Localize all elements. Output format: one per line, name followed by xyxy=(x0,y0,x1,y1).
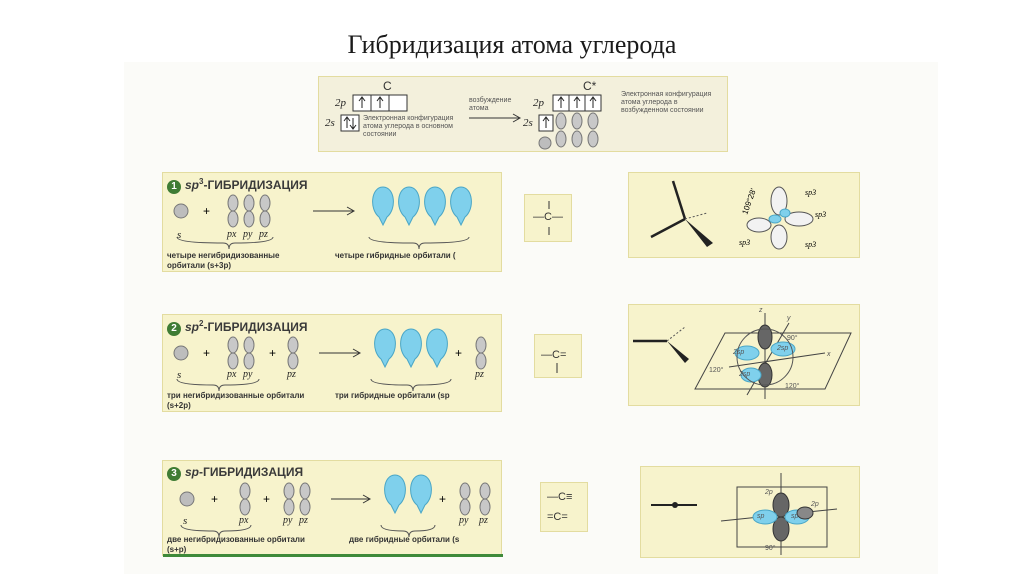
sp-panel-bottom-bar xyxy=(163,554,503,557)
sp2-lobe-label-3: 2sp xyxy=(739,371,751,378)
orb-2p-excited-label: 2p xyxy=(533,97,544,109)
svg-text:+: + xyxy=(211,492,218,506)
svg-text:+: + xyxy=(203,204,210,218)
sp3-head-rest: -ГИБРИДИЗАЦИЯ xyxy=(203,178,308,192)
sp-formula-box: —C≡ =C= xyxy=(540,482,588,532)
sp2-orbitals: + + + xyxy=(173,328,487,392)
electron-config-panel: C 2p 2s Электронная конфигурация атома у… xyxy=(318,76,728,152)
sp-head-italic: sp xyxy=(185,465,200,479)
sp-left-note: две негибридизованные орбитали (s+p) xyxy=(167,535,305,554)
sp3-tetrahedron: sp3 sp3 sp3 sp3 109°28' xyxy=(650,180,826,250)
orb-2p-label: 2p xyxy=(335,97,346,109)
sp-geometry-panel: 2p 2p sp sp 90° xyxy=(640,466,860,558)
sp2-lobe-label-2: 2sp xyxy=(777,345,789,352)
c-ground-label: C xyxy=(383,79,392,93)
sp2-px-label: px xyxy=(227,369,237,380)
svg-text:+: + xyxy=(269,346,276,360)
sp-angle: 90° xyxy=(765,545,776,552)
excite-arrow xyxy=(469,113,522,123)
sp3-formula-bonds xyxy=(548,201,550,235)
sp2-pz2-label: pz xyxy=(475,369,484,380)
sp-pz2-label: pz xyxy=(479,515,488,526)
sp2-s-label: s xyxy=(177,369,182,381)
svg-text:sp3: sp3 xyxy=(815,210,826,219)
sp-head-rest: -ГИБРИДИЗАЦИЯ xyxy=(199,465,304,479)
sp-number: 3 xyxy=(167,467,181,481)
svg-text:sp3: sp3 xyxy=(739,238,750,247)
sp2-right-note: три гибридные орбитали (sp xyxy=(335,391,450,400)
sp-pz-label: pz xyxy=(299,515,308,526)
sp-lobe-label-1: sp xyxy=(757,513,765,520)
sp3-head-italic: sp xyxy=(185,178,200,192)
sp-s-label: s xyxy=(183,515,188,527)
sp2-head-rest: -ГИБРИДИЗАЦИЯ xyxy=(203,320,308,334)
sp2-angle-3: 90° xyxy=(787,335,798,342)
sp2-number: 2 xyxy=(167,322,181,336)
sp3-right-note: четыре гибридные орбитали ( xyxy=(335,251,456,260)
sp2-head-italic: sp xyxy=(185,320,200,334)
ground-state-boxes xyxy=(340,94,408,132)
sp-formula-2: =C= xyxy=(547,511,568,523)
sp2-trigonal xyxy=(633,313,852,399)
sp-lobe-label-2: sp xyxy=(791,513,799,520)
sp2-py-label: py xyxy=(243,369,253,380)
excited-state-boxes xyxy=(538,94,602,150)
sp3-px-label: px xyxy=(227,229,237,240)
sp-px-label: px xyxy=(239,515,249,526)
sp-py2-label: py xyxy=(459,515,469,526)
c-excited-label: C* xyxy=(583,79,597,93)
sp3-s-label: s xyxy=(177,229,182,241)
sp2-formula-bond xyxy=(556,363,558,373)
sp2-axis-x: x xyxy=(827,351,831,358)
svg-text:+: + xyxy=(203,346,210,360)
svg-text:+: + xyxy=(455,346,462,360)
slide-title: Гибридизация атома углерода xyxy=(347,30,677,59)
sp3-orbitals: + xyxy=(173,186,472,250)
sp2-pz-label: pz xyxy=(287,369,296,380)
sp2-formula: —C= xyxy=(541,349,567,361)
svg-text:sp3: sp3 xyxy=(805,188,816,197)
sp2-formula-box: —C= xyxy=(534,334,582,378)
svg-text:+: + xyxy=(439,492,446,506)
orb-2s-label: 2s xyxy=(325,117,335,129)
sp-p-label-2: 2p xyxy=(811,501,819,508)
sp2-head-sup: 2 xyxy=(199,319,204,328)
sp2-left-note: три негибридизованные орбитали (s+2p) xyxy=(167,391,305,410)
sp3-head-sup: 3 xyxy=(199,177,204,186)
sp3-formula: —C— xyxy=(533,211,563,223)
sp-p-label-1: 2p xyxy=(765,489,773,496)
sp2-geometry-panel: z y x 120° 120° 90° 2sp 2sp 2sp xyxy=(628,304,860,406)
sp2-angle-2: 120° xyxy=(785,383,800,390)
sp-py-label: py xyxy=(283,515,293,526)
sp-linear xyxy=(651,473,838,555)
svg-text:+: + xyxy=(263,492,270,506)
sp3-geometry-panel: sp3 sp3 sp3 sp3 109°28' xyxy=(628,172,860,258)
sp3-formula-box: —C— xyxy=(524,194,572,242)
sp3-number: 1 xyxy=(167,180,181,194)
sp2-angle-1: 120° xyxy=(709,367,724,374)
sp2-axis-y: y xyxy=(787,315,791,322)
sp3-pz-label: pz xyxy=(259,229,268,240)
svg-text:109°28': 109°28' xyxy=(740,187,758,216)
sp-heading: 3 sp-ГИБРИДИЗАЦИЯ xyxy=(167,465,303,481)
sp-formula-1: —C≡ xyxy=(547,491,573,503)
svg-text:sp3: sp3 xyxy=(805,240,816,249)
sp3-panel: 1 sp3-ГИБРИДИЗАЦИЯ + s px py pz четыре не… xyxy=(162,172,502,272)
sp2-axis-z: z xyxy=(759,307,763,314)
sp2-lobe-label-1: 2sp xyxy=(733,349,745,356)
excited-note: Электронная конфигурация атома углерода … xyxy=(621,91,712,114)
orb-2s-excited-label: 2s xyxy=(523,117,533,129)
sp3-heading: 1 sp3-ГИБРИДИЗАЦИЯ xyxy=(167,177,308,194)
ground-note: Электронная конфигурация атома углерода … xyxy=(363,115,454,138)
sp-orbitals: + + + xyxy=(179,474,491,538)
sp3-py-label: py xyxy=(243,229,253,240)
sp-right-note: две гибридные орбитали (s xyxy=(349,535,460,544)
excite-note: возбуждение атома xyxy=(469,97,512,112)
sp3-left-note: четыре негибридизованные орбитали (s+3p) xyxy=(167,251,280,270)
